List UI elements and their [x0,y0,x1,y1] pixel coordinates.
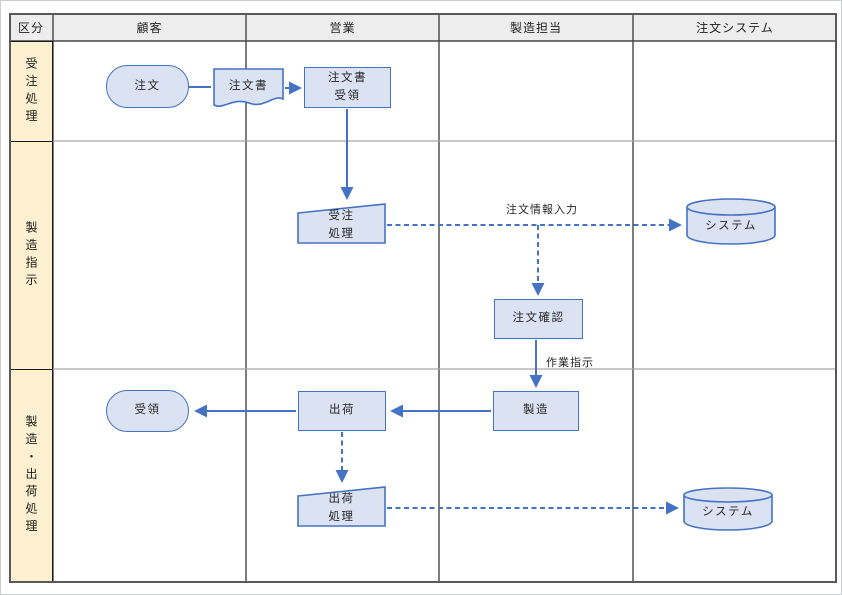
node-label: 注文確認 [512,312,565,325]
node-label: 注文 [134,79,161,92]
lane-label-text: 製造・出荷処理 [24,415,38,537]
lane-label-text: 製造指示 [24,220,38,291]
header-manufacturing: 製造担当 [439,13,633,41]
node-order-form-document[interactable]: 注文書 [213,68,284,112]
node-label: システム [702,506,754,519]
node-label-line2: 処理 [328,510,355,523]
node-shipping-process-manual[interactable]: 出荷 処理 [297,486,386,527]
node-system-database-order[interactable]: システム [686,198,776,245]
node-receipt-terminator[interactable]: 受領 [106,390,189,432]
edge-label-order-info-input: 注文情報入力 [506,204,578,216]
database-shape-icon [686,198,776,245]
manual-operation-shape-icon [297,486,386,527]
node-order-entry-manual[interactable]: 受注 処理 [297,203,386,244]
node-label-line1: 注文書 [328,71,367,84]
node-label-line1: 受注 [328,209,355,222]
lane-label-order-processing: 受注処理 [9,41,53,142]
header-category: 区分 [9,13,53,41]
database-shape-icon [683,487,773,531]
node-order-confirmation[interactable]: 注文確認 [494,299,583,339]
node-order-form-receipt[interactable]: 注文書 受領 [304,67,391,108]
lane-label-manufacturing-instruction: 製造指示 [9,141,53,370]
edge-label-work-instruction: 作業指示 [546,357,594,369]
document-shape-icon [213,68,284,107]
node-manufacturing[interactable]: 製造 [493,391,579,431]
node-label-line2: 受領 [334,89,361,102]
node-label: 出荷 [329,404,355,417]
node-label-line2: 処理 [328,227,355,240]
node-label: 製造 [523,404,549,417]
node-order-terminator[interactable]: 注文 [106,65,189,108]
node-shipping[interactable]: 出荷 [298,391,386,431]
node-label: 受領 [134,404,161,417]
node-label-line1: 出荷 [328,492,355,505]
node-label: システム [705,219,757,232]
lane-label-text: 受注処理 [24,56,38,127]
header-customer: 顧客 [53,13,246,41]
node-label: 注文書 [229,80,268,93]
header-order-system: 注文システム [633,13,837,41]
node-system-database-shipping[interactable]: システム [683,487,773,531]
manual-operation-shape-icon [297,203,386,244]
header-sales: 営業 [246,13,439,41]
lane-label-manufacturing-shipping: 製造・出荷処理 [9,369,53,583]
